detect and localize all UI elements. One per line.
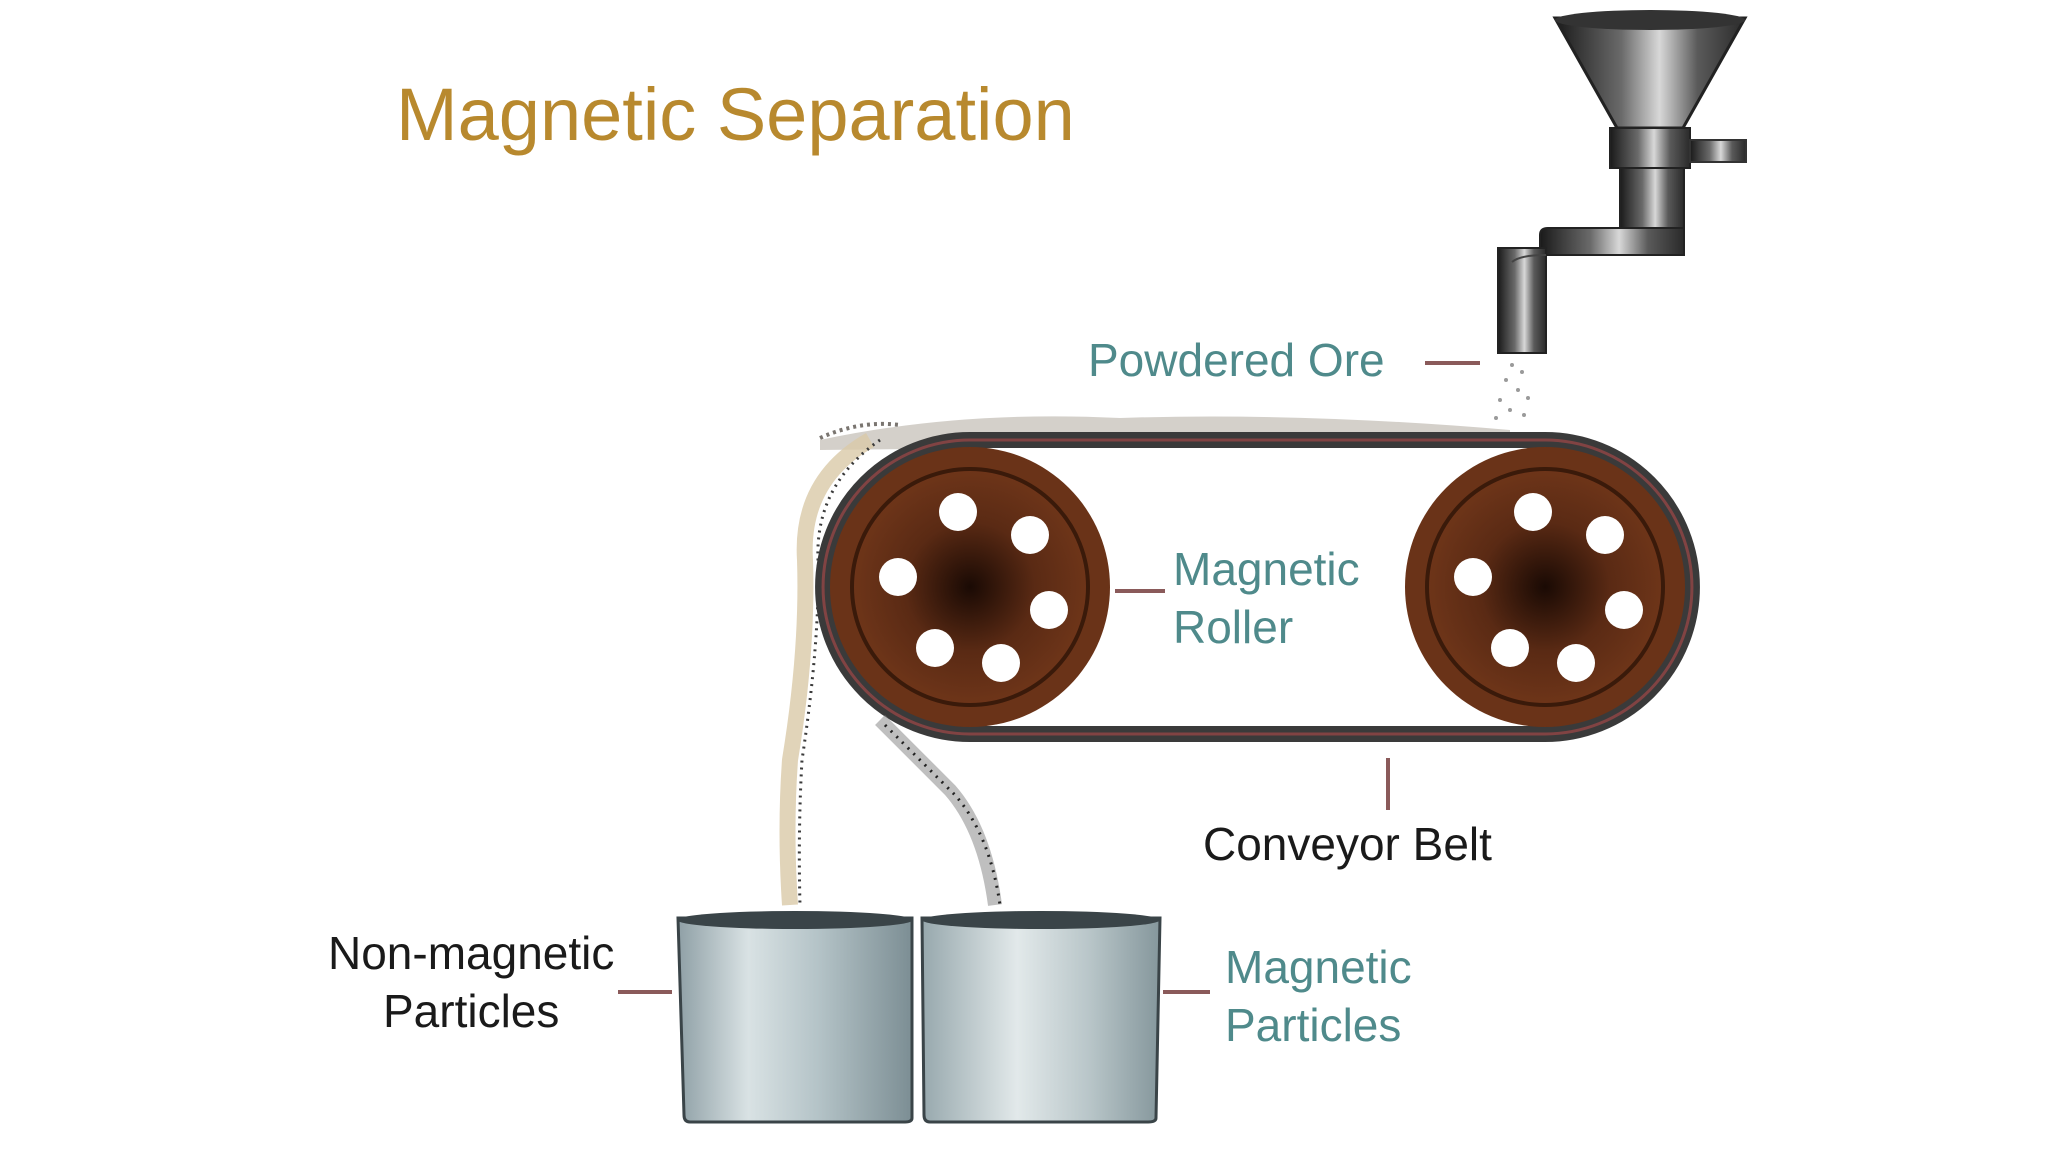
label-magnetic-roller-line2: Roller: [1173, 601, 1294, 653]
label-magnetic-roller: Magnetic Roller: [1173, 540, 1360, 656]
page-title: Magnetic Separation: [396, 73, 1075, 156]
label-magnetic-particles-line1: Magnetic: [1225, 941, 1412, 993]
powder-stream: [1494, 363, 1530, 420]
label-powdered-ore: Powdered Ore: [1088, 334, 1385, 386]
label-non-magnetic-line1: Non-magnetic: [328, 927, 615, 979]
hopper-icon: [1497, 10, 1748, 354]
label-magnetic-particles-line2: Particles: [1225, 999, 1402, 1051]
magnetic-stream: [875, 715, 1002, 906]
container-magnetic-icon: [920, 911, 1162, 1124]
roller-right-icon: [1405, 447, 1685, 727]
label-conveyor-belt: Conveyor Belt: [1203, 818, 1492, 870]
leader-lines: [618, 361, 1480, 994]
label-non-magnetic-particles: Non-magnetic Particles: [328, 924, 614, 1040]
label-non-magnetic-line2: Particles: [382, 985, 560, 1037]
non-magnetic-stream: [779, 433, 881, 906]
conveyor-belt: [815, 432, 1700, 742]
magnetic-roller-icon: [830, 447, 1110, 727]
label-magnetic-particles: Magnetic Particles: [1225, 938, 1412, 1054]
label-magnetic-roller-line1: Magnetic: [1173, 543, 1360, 595]
container-icon: [676, 911, 914, 1124]
